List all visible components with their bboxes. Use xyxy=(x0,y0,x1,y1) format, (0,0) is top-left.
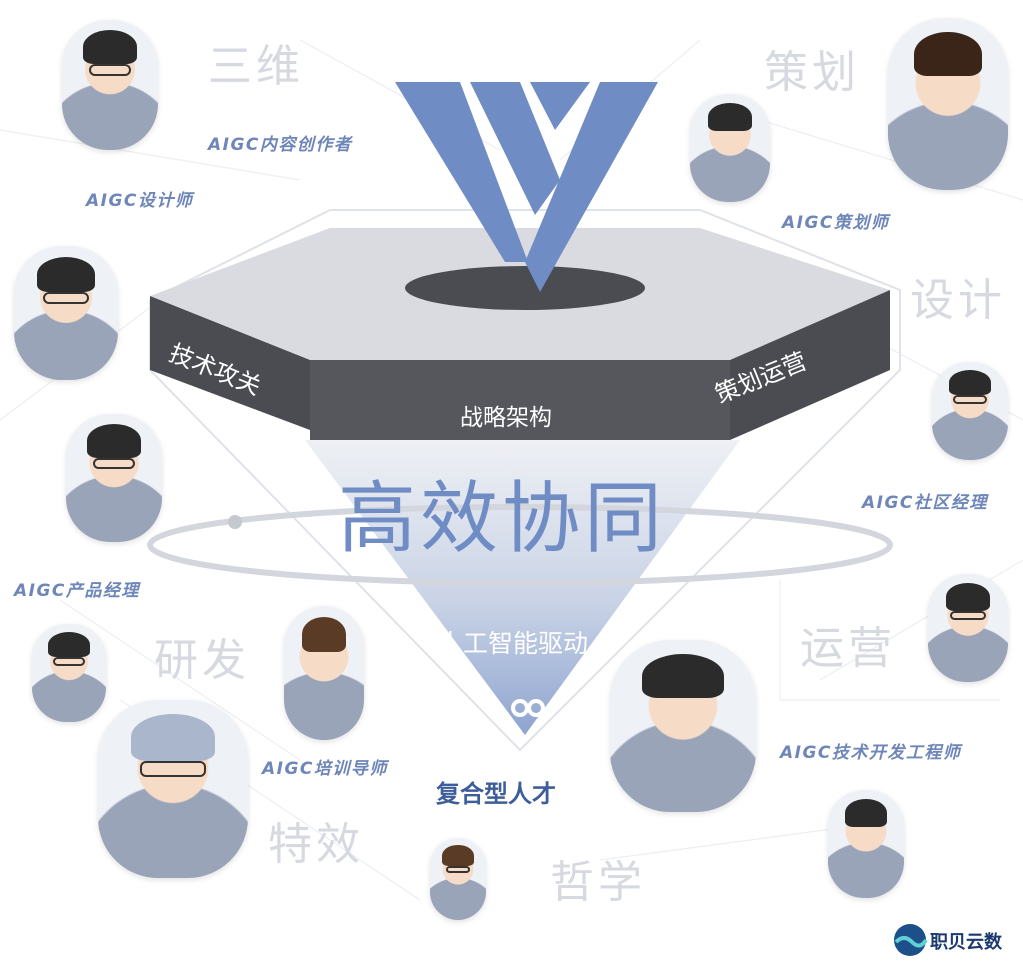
ghost-word: 特效 xyxy=(268,819,364,870)
orbit-ring xyxy=(147,504,893,586)
avatar xyxy=(888,18,1008,190)
hex-left xyxy=(150,296,310,430)
bottom-label: 复合型人才 xyxy=(436,780,556,808)
avatar xyxy=(928,574,1008,682)
avatar xyxy=(430,838,486,920)
ghost-word: 三维 xyxy=(208,41,304,92)
hex-front xyxy=(310,360,730,440)
ghost-word: 策划 xyxy=(764,47,860,98)
role-label: AIGC培训导师 xyxy=(262,759,388,779)
role-label: AIGC社区经理 xyxy=(862,493,988,513)
ghost-word: 运营 xyxy=(800,623,896,674)
funnel-shape xyxy=(305,440,740,735)
funnel-label: 人工智能驱动 xyxy=(438,629,589,658)
headline: 高效协同 xyxy=(338,474,667,564)
role-label: AIGC策划师 xyxy=(782,213,890,233)
role-label: AIGC内容创作者 xyxy=(208,135,353,155)
outer-outline xyxy=(149,209,901,752)
avatar xyxy=(98,700,248,878)
avatar xyxy=(32,624,106,722)
avatar xyxy=(14,246,118,380)
role-label: AIGC技术开发工程师 xyxy=(780,743,962,763)
center-face-label: 战略架构 xyxy=(460,405,552,431)
brand-logo-icon xyxy=(894,924,928,956)
hex-hole xyxy=(405,266,645,310)
infinity-icon xyxy=(511,699,545,717)
v-mark xyxy=(395,82,658,292)
ghost-word: 哲学 xyxy=(550,857,646,908)
brand-name: 职贝云数 xyxy=(930,932,1002,953)
role-label: AIGC设计师 xyxy=(86,191,194,211)
hex-right xyxy=(730,290,890,440)
ghost-word: 设计 xyxy=(910,275,1006,326)
avatar xyxy=(610,640,756,812)
orbit-node xyxy=(228,515,242,529)
avatar xyxy=(690,94,770,202)
role-label: AIGC产品经理 xyxy=(14,581,140,601)
ghost-word: 研发 xyxy=(154,635,250,686)
avatar xyxy=(62,20,158,150)
avatar xyxy=(284,606,364,740)
avatar xyxy=(66,414,162,542)
avatar xyxy=(932,362,1008,460)
avatar xyxy=(828,790,904,898)
